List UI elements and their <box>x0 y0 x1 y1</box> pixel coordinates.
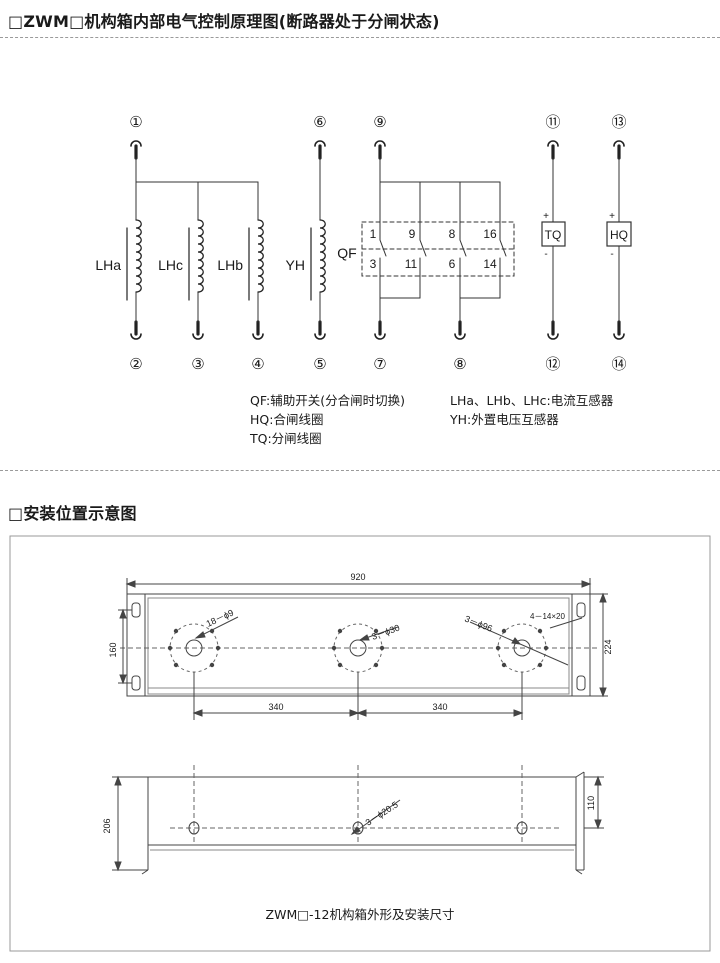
lhc-label: LHc <box>158 257 183 273</box>
terminal-9-label: ⑨ <box>373 114 386 131</box>
qf-contact-9: 9 <box>409 227 416 241</box>
hq-box <box>606 221 632 247</box>
terminal-3-label: ③ <box>191 356 204 373</box>
terminal-6-label: ⑥ <box>313 114 326 131</box>
legend-yh: YH:外置电压互感器 <box>450 412 559 427</box>
hq-label: HQ <box>610 228 628 242</box>
top-terminals <box>129 139 626 160</box>
terminal-5-label: ⑤ <box>313 356 326 373</box>
install-frame <box>9 535 711 952</box>
top-view-dims: 920 160 224 340 340 18－ϕ9 3－ϕ30 3－ϕ96 4－… <box>108 572 613 712</box>
yh-label: YH <box>286 257 305 273</box>
terminal-8-label: ⑧ <box>453 356 466 373</box>
divider-top <box>0 37 720 38</box>
lha-label: LHa <box>95 257 121 273</box>
dim-224: 224 <box>603 639 613 654</box>
terminal-7-label: ⑦ <box>373 356 386 373</box>
tq-label: TQ <box>545 228 562 242</box>
terminal-11-label: ⑪ <box>545 114 560 131</box>
terminal-1-label: ① <box>129 114 142 131</box>
qf-contact-16: 16 <box>483 227 497 241</box>
legend-lh: LHa、LHb、LHc:电流互感器 <box>450 393 614 408</box>
schematic-title: □ZWM□机构箱内部电气控制原理图(断路器处于分闸状态) <box>8 12 440 31</box>
legend-qf: QF:辅助开关(分合闸时切换) <box>250 393 406 408</box>
front-view <box>112 765 604 875</box>
legend-tq: TQ:分闸线圈 <box>250 431 322 446</box>
terminal-14-label: ⑭ <box>611 356 626 373</box>
slot-4-14x20: 4－14×20 <box>530 612 565 621</box>
dim-206: 206 <box>102 818 112 833</box>
qf-label: QF <box>337 245 356 261</box>
hole-3-phi96: 3－ϕ96 <box>463 614 494 634</box>
hole-3-phi20-5: 3－ϕ20.5 <box>364 799 400 827</box>
bottom-terminals <box>129 320 626 341</box>
tq-minus: - <box>544 249 547 260</box>
terminal-4-label: ④ <box>251 356 264 373</box>
qf-contact-8: 8 <box>449 227 456 241</box>
dim-920: 920 <box>350 572 365 582</box>
qf-contact-3: 3 <box>370 257 377 271</box>
legend-left: QF:辅助开关(分合闸时切换) HQ:合闸线圈 TQ:分闸线圈 <box>250 391 405 448</box>
qf-contact-11: 11 <box>405 257 418 271</box>
install-caption: ZWM□-12机构箱外形及安装尺寸 <box>265 907 455 922</box>
tq-plus: + <box>543 211 549 222</box>
dim-160: 160 <box>108 642 118 657</box>
install-title: □安装位置示意图 <box>8 504 137 523</box>
hq-minus: - <box>610 249 613 260</box>
hole-3-phi30: 3－ϕ30 <box>370 623 401 642</box>
lhb-label: LHb <box>217 257 243 273</box>
divider-middle <box>0 470 720 471</box>
legend-hq: HQ:合闸线圈 <box>250 412 324 427</box>
qf-contact-14: 14 <box>483 257 497 271</box>
dim-340-left: 340 <box>268 702 283 712</box>
dim-110: 110 <box>586 796 596 810</box>
qf-contact-6: 6 <box>449 257 456 271</box>
tq-box <box>541 221 566 247</box>
hq-plus: + <box>609 211 615 222</box>
dim-340-right: 340 <box>432 702 447 712</box>
terminal-2-label: ② <box>129 356 142 373</box>
qf-switch <box>361 157 515 323</box>
ct-coils <box>135 219 326 293</box>
legend-right: LHa、LHb、LHc:电流互感器 YH:外置电压互感器 <box>450 391 613 429</box>
top-view <box>118 578 608 720</box>
qf-contact-1: 1 <box>370 227 377 241</box>
schematic: ① ⑥ ⑨ ⑪ ⑬ ② ③ ④ ⑤ ⑦ ⑧ ⑫ ⑭ <box>95 114 632 373</box>
terminal-12-label: ⑫ <box>545 356 560 373</box>
terminal-13-label: ⑬ <box>611 114 626 131</box>
